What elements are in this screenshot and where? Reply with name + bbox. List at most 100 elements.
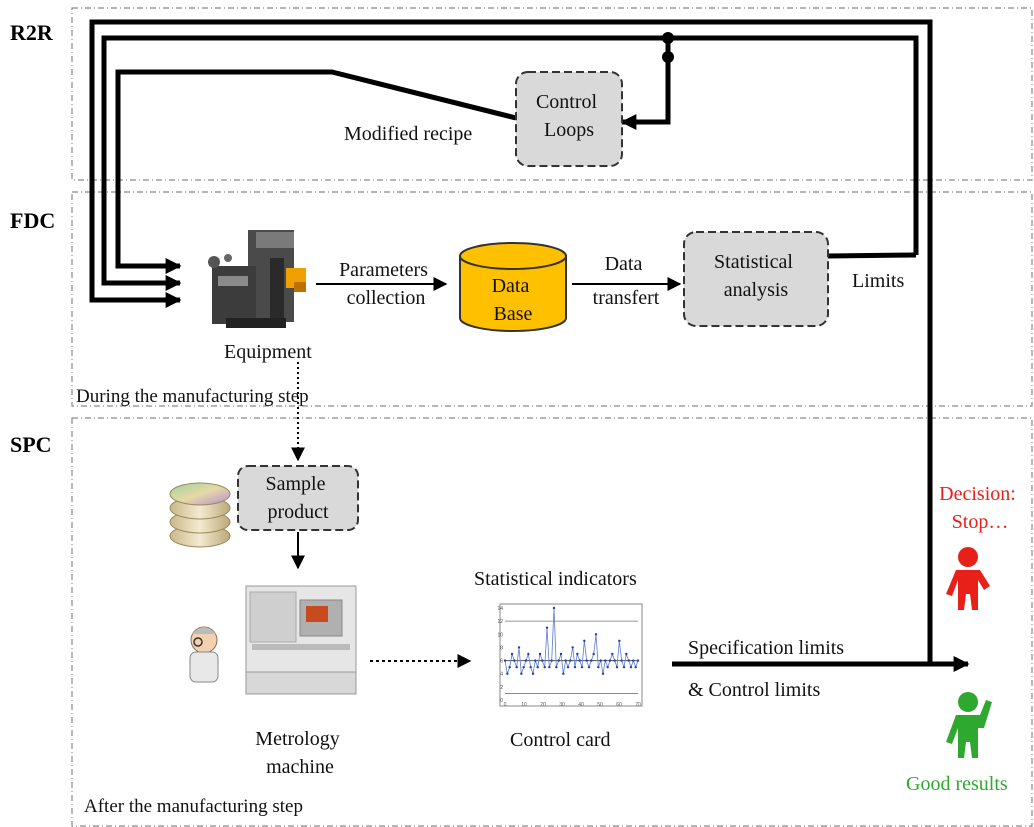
data-point [506, 672, 509, 675]
data-point [538, 652, 542, 656]
data-point [515, 665, 518, 669]
data-point [622, 665, 626, 669]
sample-product-label: Sample product [266, 473, 331, 523]
data-point [534, 659, 537, 662]
red-person-icon [946, 547, 990, 610]
data-point [531, 672, 535, 675]
data-point [557, 659, 560, 662]
data-point [601, 672, 605, 675]
control-loops-box [515, 71, 623, 167]
data-point [548, 665, 551, 669]
data-point [566, 665, 570, 669]
data-point [510, 652, 514, 656]
junction-dot-top [662, 32, 674, 44]
section-label-fdc: FDC [10, 208, 55, 233]
feedback-line-middle [101, 35, 919, 292]
data-point [590, 659, 593, 662]
data-point [520, 672, 523, 675]
x-tick-label: 0 [504, 702, 507, 708]
x-tick-label: 20 [540, 702, 546, 708]
data-point [587, 665, 591, 669]
data-point [536, 665, 539, 669]
data-point [597, 665, 600, 669]
equipment-label: Equipment [224, 341, 312, 363]
operator-icon [189, 626, 219, 683]
x-tick-label: 70 [635, 702, 641, 708]
data-point [578, 659, 581, 662]
data-point [571, 646, 574, 649]
data-point [608, 659, 612, 662]
data-point [583, 639, 586, 643]
data-point [615, 665, 619, 669]
data-point [606, 665, 609, 669]
spc-zone [71, 417, 1033, 827]
data-point [545, 626, 549, 629]
data-point [594, 633, 598, 636]
data-point [564, 659, 567, 662]
after-step-label: After the manufacturing step [84, 796, 303, 817]
y-tick-label: 8 [500, 645, 503, 651]
fdc-zone [71, 191, 1033, 407]
data-point [562, 672, 565, 675]
data-base-label: Data Base [492, 275, 535, 325]
data-point [527, 652, 530, 656]
data-point [592, 652, 595, 656]
data-point [559, 652, 563, 656]
series-line [504, 607, 639, 676]
x-tick-label: 60 [616, 702, 622, 708]
x-tick-label: 30 [559, 702, 565, 708]
metrology-machine-image [245, 585, 357, 695]
data-point [522, 665, 525, 669]
data-point [585, 659, 588, 662]
modified-recipe-label: Modified recipe [344, 123, 472, 145]
parameters-collection-label: Parameters collection [339, 259, 433, 309]
x-tick-label: 10 [521, 702, 527, 708]
control-card-label: Control card [510, 729, 611, 751]
data-point [613, 659, 616, 662]
decision-label: Decision: Stop… [939, 483, 1021, 533]
data-transfert-label: Data transfert [593, 253, 660, 309]
data-point [636, 659, 640, 662]
data-point [634, 665, 637, 669]
data-point [620, 659, 623, 662]
sample-product-box [237, 465, 359, 531]
data-point [517, 646, 521, 649]
data-point [503, 659, 507, 662]
data-point [625, 652, 628, 656]
limits-line [827, 252, 917, 259]
y-tick-label: 4 [500, 672, 503, 678]
data-point [550, 659, 553, 662]
wafer-stack-image [169, 482, 231, 548]
control-limits-label: & Control limits [688, 679, 820, 701]
data-point [604, 659, 607, 662]
statistical-analysis-label: Statistical analysis [714, 251, 798, 301]
data-point [573, 665, 577, 669]
data-point [632, 659, 635, 662]
data-point [513, 659, 516, 662]
control-loops-label: Control Loops [536, 91, 602, 141]
r2r-zone [71, 7, 1033, 181]
green-person-icon [946, 692, 992, 758]
data-point [552, 606, 556, 610]
section-label-r2r: R2R [10, 20, 54, 45]
data-point [529, 665, 532, 669]
metrology-machine-label: Metrology machine [255, 728, 344, 778]
during-step-label: During the manufacturing step [76, 386, 309, 407]
feedback-line-outer [89, 19, 933, 666]
data-point [611, 652, 614, 656]
control-loop-input-line [620, 38, 671, 131]
y-tick-label: 14 [497, 606, 503, 612]
data-point [599, 659, 602, 662]
data-point [580, 665, 584, 669]
data-point [627, 659, 630, 662]
data-point [629, 665, 633, 669]
data-point [555, 665, 558, 669]
data-point [569, 659, 572, 662]
y-tick-label: 12 [497, 619, 503, 625]
y-tick-label: 2 [500, 685, 503, 691]
data-point [543, 665, 546, 669]
limits-label: Limits [852, 270, 904, 292]
data-base-cylinder [459, 242, 567, 332]
